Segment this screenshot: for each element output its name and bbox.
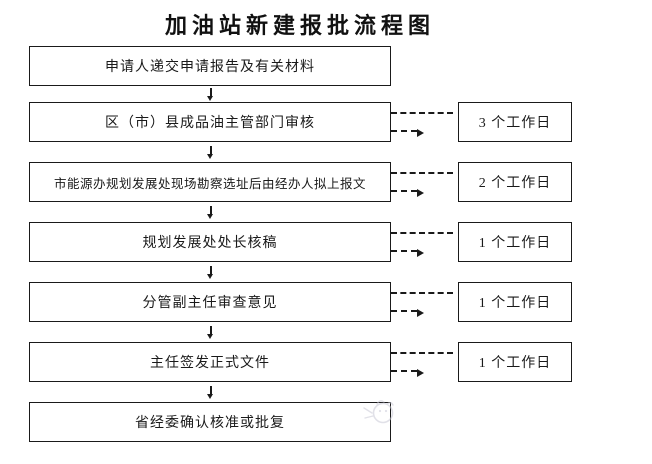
dashed-arrow-icon [391, 369, 424, 377]
dashed-line [391, 172, 453, 174]
step-box-7: 省经委确认核准或批复 [29, 402, 391, 442]
down-arrow-icon [207, 88, 215, 102]
duration-box-4: 1 个工作日 [458, 282, 572, 322]
duration-box-5: 1 个工作日 [458, 342, 572, 382]
dashed-line [391, 292, 453, 294]
step-box-3: 市能源办规划发展处现场勘察选址后由经办人拟上报文 [29, 162, 391, 202]
down-arrow-icon [207, 386, 215, 400]
dashed-arrow-icon [391, 309, 424, 317]
step-box-4: 规划发展处处长核稿 [29, 222, 391, 262]
dashed-arrow-icon [391, 129, 424, 137]
dashed-line [391, 352, 453, 354]
down-arrow-icon [207, 266, 215, 280]
dashed-arrow-icon [391, 249, 424, 257]
page-title: 加油站新建报批流程图 [164, 13, 435, 38]
down-arrow-icon [207, 146, 215, 160]
down-arrow-icon [207, 206, 215, 220]
step-box-2: 区（市）县成品油主管部门审核 [29, 102, 391, 142]
dashed-arrow-icon [391, 189, 424, 197]
down-arrow-icon [207, 326, 215, 340]
watermark-icon [363, 400, 394, 424]
duration-box-3: 1 个工作日 [458, 222, 572, 262]
step-box-1: 申请人递交申请报告及有关材料 [29, 46, 391, 86]
step-box-5: 分管副主任审查意见 [29, 282, 391, 322]
dashed-line [391, 112, 453, 114]
step-box-6: 主任签发正式文件 [29, 342, 391, 382]
duration-box-1: 3 个工作日 [458, 102, 572, 142]
dashed-line [391, 232, 453, 234]
duration-box-2: 2 个工作日 [458, 162, 572, 202]
